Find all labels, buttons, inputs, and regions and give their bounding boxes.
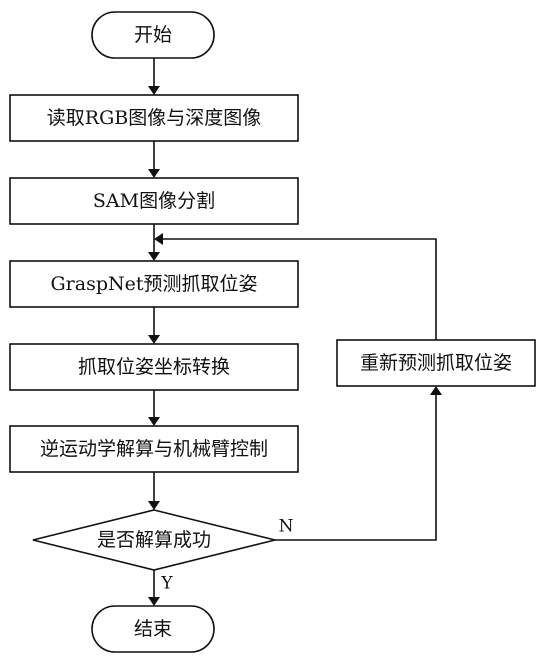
- repredict-label: 重新预测抓取位姿: [360, 352, 512, 374]
- read-images-box: [9, 94, 299, 142]
- pose-transform-label: 抓取位姿坐标转换: [78, 356, 230, 378]
- graspnet-predict-label: GraspNet预测抓取位姿: [50, 273, 257, 295]
- end-label: 结束: [134, 618, 172, 640]
- sam-segmentation-label: SAM图像分割: [93, 190, 215, 212]
- arrow-repredict-to-graspnet: [154, 233, 437, 340]
- repredict-box: [336, 339, 536, 387]
- start-label: 开始: [134, 24, 172, 46]
- end-terminal: [91, 605, 215, 653]
- ik-success-label: 是否解算成功: [97, 529, 211, 551]
- no-branch-label: N: [279, 517, 294, 537]
- yes-branch-label: Y: [160, 574, 173, 594]
- arrow-sam-to-graspnet: [148, 224, 160, 261]
- arrow-transform-to-ik: [148, 390, 160, 426]
- arrow-graspnet-to-transform: [148, 307, 160, 344]
- graspnet-predict-box: [9, 260, 299, 308]
- start-terminal: [91, 11, 215, 59]
- arrow-decision-to-end: [148, 570, 160, 606]
- read-images-label: 读取RGB图像与深度图像: [47, 107, 261, 129]
- arrow-ik-to-decision: [148, 472, 160, 510]
- arrow-start-to-read: [148, 58, 160, 95]
- arrow-decision-no-to-repredict: [275, 386, 442, 541]
- arrow-read-to-sam: [148, 141, 160, 178]
- ik-control-label: 逆运动学解算与机械臂控制: [40, 438, 268, 460]
